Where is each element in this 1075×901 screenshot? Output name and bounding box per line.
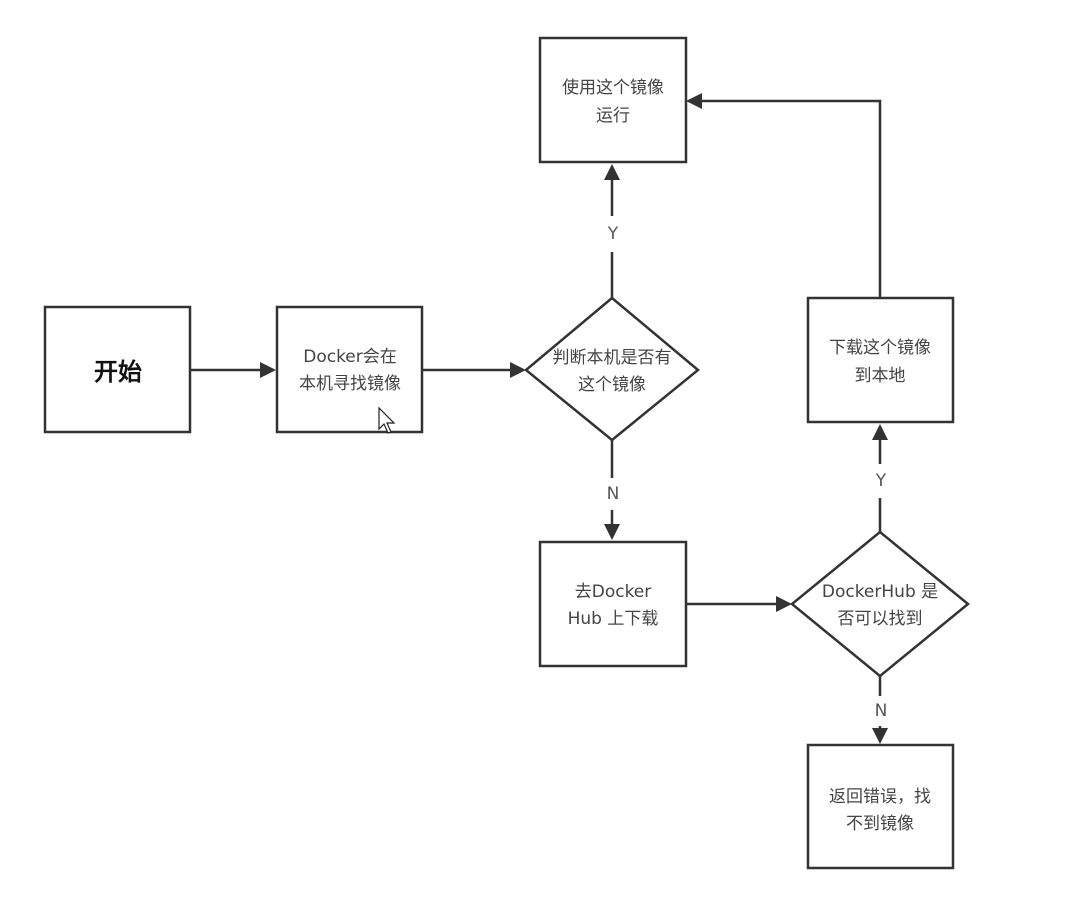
- check-local-decision: 判断本机是否有 这个镜像: [524, 296, 700, 442]
- edge-search-to-check: [422, 362, 526, 378]
- start-label: 开始: [94, 358, 142, 386]
- run-label-line-1: 使用这个镜像: [562, 77, 664, 98]
- check-no-label: N: [607, 484, 620, 504]
- edge-check-to-run: Y: [604, 164, 620, 298]
- edge-download-to-run: [686, 93, 882, 298]
- download-label-line-2: 到本地: [855, 366, 906, 386]
- search-label-line-2: 本机寻找镜像: [299, 374, 401, 394]
- edge-check-to-pull: N: [604, 440, 620, 540]
- mouse-pointer-icon: [378, 406, 396, 434]
- pull-label-line-2: Hub 上下载: [568, 609, 659, 629]
- download-label-line-1: 下载这个镜像: [829, 338, 931, 358]
- start-node: 开始: [43, 305, 192, 434]
- check-label-line-1: 判断本机是否有: [553, 348, 672, 368]
- pull-from-hub-node: 去Docker Hub 上下载: [538, 540, 688, 668]
- edge-hubcheck-to-error: N: [872, 676, 888, 744]
- pull-label-line-1: 去Docker: [575, 582, 652, 602]
- hub-found-decision: DockerHub 是 否可以找到: [790, 530, 970, 678]
- search-local-node: Docker会在 本机寻找镜像: [275, 305, 424, 434]
- check-label-line-2: 这个镜像: [578, 375, 646, 395]
- edge-pull-to-hubcheck: [686, 596, 792, 612]
- hub-yes-label: Y: [875, 471, 887, 491]
- error-label-line-2: 不到镜像: [846, 814, 914, 834]
- edge-start-to-search: [190, 362, 276, 378]
- download-image-node: 下载这个镜像 到本地: [806, 296, 955, 424]
- run-label-line-2: 运行: [596, 106, 630, 126]
- edge-hubcheck-to-download: Y: [872, 424, 888, 532]
- search-label-line-1: Docker会在: [303, 347, 397, 367]
- hub-no-label: N: [875, 701, 888, 721]
- error-node: 返回错误，找 不到镜像: [806, 743, 955, 870]
- error-label-line-1: 返回错误，找: [829, 787, 931, 807]
- hubcheck-label-line-2: 否可以找到: [838, 609, 923, 629]
- run-image-node: 使用这个镜像 运行: [538, 36, 688, 164]
- hubcheck-label-line-1: DockerHub 是: [822, 582, 938, 602]
- check-yes-label: Y: [607, 224, 619, 244]
